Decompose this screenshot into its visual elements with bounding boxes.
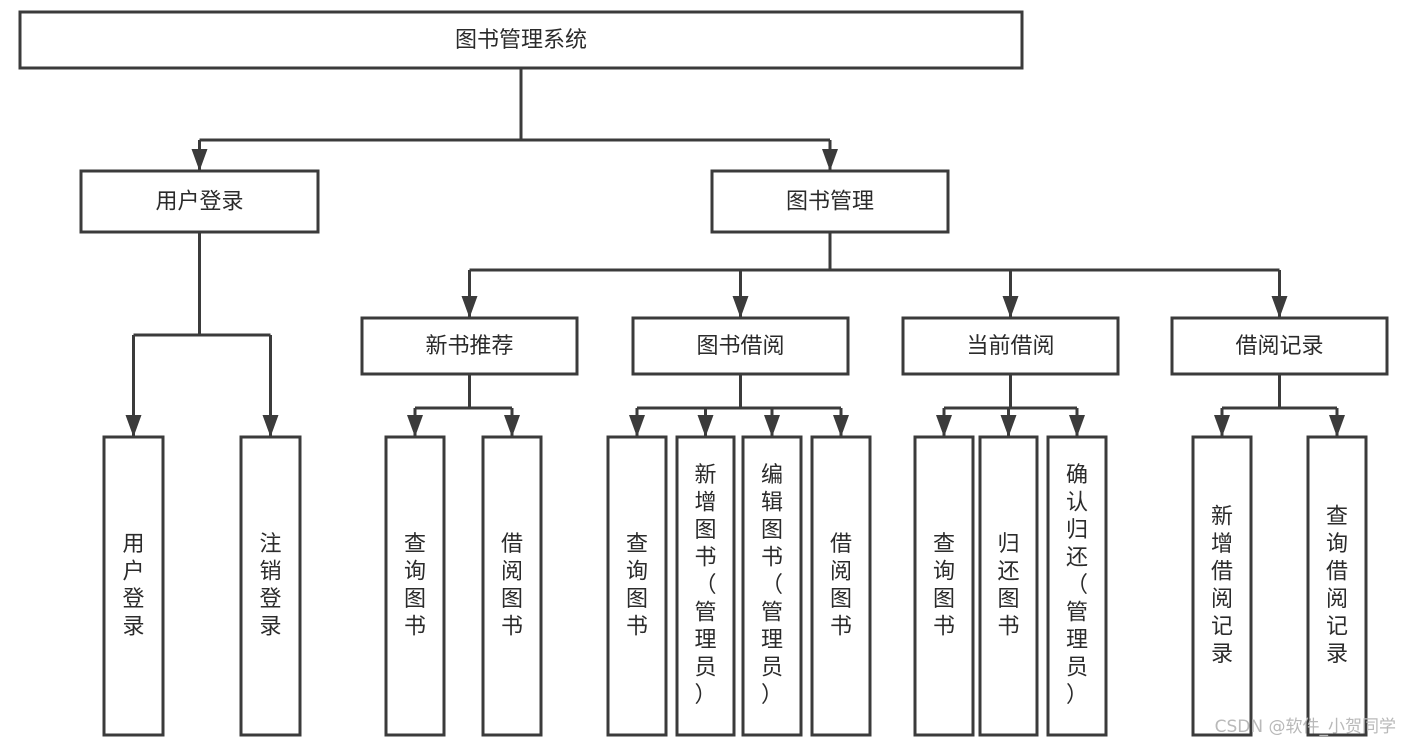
level2-current-borrow-box[interactable] [901, 316, 1120, 376]
connector-layer [125, 68, 1345, 437]
leaf-leaf-query-record-box[interactable] [1306, 435, 1368, 737]
leaf-leaf-return-book-box[interactable] [978, 435, 1039, 737]
leaf-leaf-confirm-return-box[interactable] [1046, 435, 1108, 737]
arrow-to-level2-1 [732, 296, 749, 318]
level2-new-book-recommend-label: 新书推荐 [425, 334, 513, 359]
arrow-to-level1-1 [822, 149, 838, 171]
leaf-leaf-query-record-label: 查询借阅记录 [1326, 504, 1348, 667]
watermark-label: CSDN @软件_小贺同学 [1215, 717, 1396, 737]
node-box-layer [18, 10, 1389, 737]
arrow-to-user-login-leaf-0 [125, 415, 142, 437]
leaf-leaf-query-book-1-box[interactable] [384, 435, 446, 737]
arrow-to-leaf-query-book-1 [407, 415, 423, 437]
leaf-leaf-add-book-box[interactable] [675, 435, 736, 737]
leaf-leaf-borrow-book-1-box[interactable] [481, 435, 543, 737]
level2-new-book-recommend-box[interactable] [360, 316, 579, 376]
arrow-to-leaf-edit-book [764, 415, 780, 437]
leaf-leaf-query-book-3-label: 查询图书 [933, 532, 955, 640]
leaf-leaf-add-record-label: 新增借阅记录 [1211, 504, 1233, 667]
leaf-leaf-query-book-3-box[interactable] [913, 435, 975, 737]
leaf-leaf-query-book-2-label: 查询图书 [626, 532, 648, 640]
leaf-leaf-borrow-book-2-box[interactable] [810, 435, 872, 737]
arrow-to-user-login-leaf-1 [262, 415, 279, 437]
node-label-layer: 图书管理系统用户登录图书管理用户登录注销登录新书推荐图书借阅当前借阅借阅记录查询… [122, 28, 1348, 708]
level2-borrow-record-box[interactable] [1170, 316, 1389, 376]
arrow-to-level2-2 [1002, 296, 1019, 318]
arrow-to-level1-0 [191, 149, 208, 171]
root-node-box[interactable] [18, 10, 1024, 70]
level1-user-login-label: 用户登录 [155, 190, 243, 215]
level1-book-management-label: 图书管理 [786, 190, 874, 215]
level2-current-borrow-label: 当前借阅 [966, 334, 1054, 359]
leaf-leaf-edit-book-box[interactable] [741, 435, 803, 737]
leaf-leaf-confirm-return-label: 确认归还（管理员） [1066, 463, 1088, 708]
arrow-to-level2-3 [1271, 296, 1288, 318]
leaf-leaf-add-record-box[interactable] [1191, 435, 1253, 737]
leaf-leaf-user-logout-box[interactable] [239, 435, 302, 737]
leaf-leaf-user-login-label: 用户登录 [122, 532, 144, 640]
leaf-leaf-edit-book-label: 编辑图书（管理员） [761, 463, 783, 708]
level2-borrow-record-label: 借阅记录 [1235, 334, 1323, 359]
leaf-leaf-user-logout-label: 注销登录 [259, 532, 281, 640]
leaf-leaf-return-book-label: 归还图书 [997, 532, 1019, 640]
arrow-to-leaf-query-book-3 [936, 415, 952, 437]
root-node-label: 图书管理系统 [455, 28, 587, 53]
level1-user-login-box[interactable] [79, 169, 320, 234]
leaf-leaf-borrow-book-2-label: 借阅图书 [830, 532, 852, 640]
level2-book-borrow-box[interactable] [631, 316, 850, 376]
leaf-leaf-query-book-2-box[interactable] [606, 435, 668, 737]
leaf-leaf-add-book-label: 新增图书（管理员） [694, 463, 716, 708]
arrow-to-leaf-borrow-book-1 [504, 415, 520, 437]
arrow-to-leaf-add-book [697, 415, 714, 437]
arrow-to-leaf-return-book [1000, 415, 1017, 437]
leaf-leaf-user-login-box[interactable] [102, 435, 165, 737]
leaf-leaf-query-book-1-label: 查询图书 [404, 532, 426, 640]
arrow-to-leaf-query-book-2 [629, 415, 645, 437]
arrow-to-leaf-confirm-return [1069, 415, 1085, 437]
arrow-to-leaf-query-record [1329, 415, 1345, 437]
arrow-to-leaf-add-record [1214, 415, 1230, 437]
level1-book-management-box[interactable] [710, 169, 950, 234]
arrow-to-level2-0 [461, 296, 478, 318]
level2-book-borrow-label: 图书借阅 [696, 334, 784, 359]
leaf-leaf-borrow-book-1-label: 借阅图书 [501, 532, 523, 640]
arrow-to-leaf-borrow-book-2 [833, 415, 849, 437]
